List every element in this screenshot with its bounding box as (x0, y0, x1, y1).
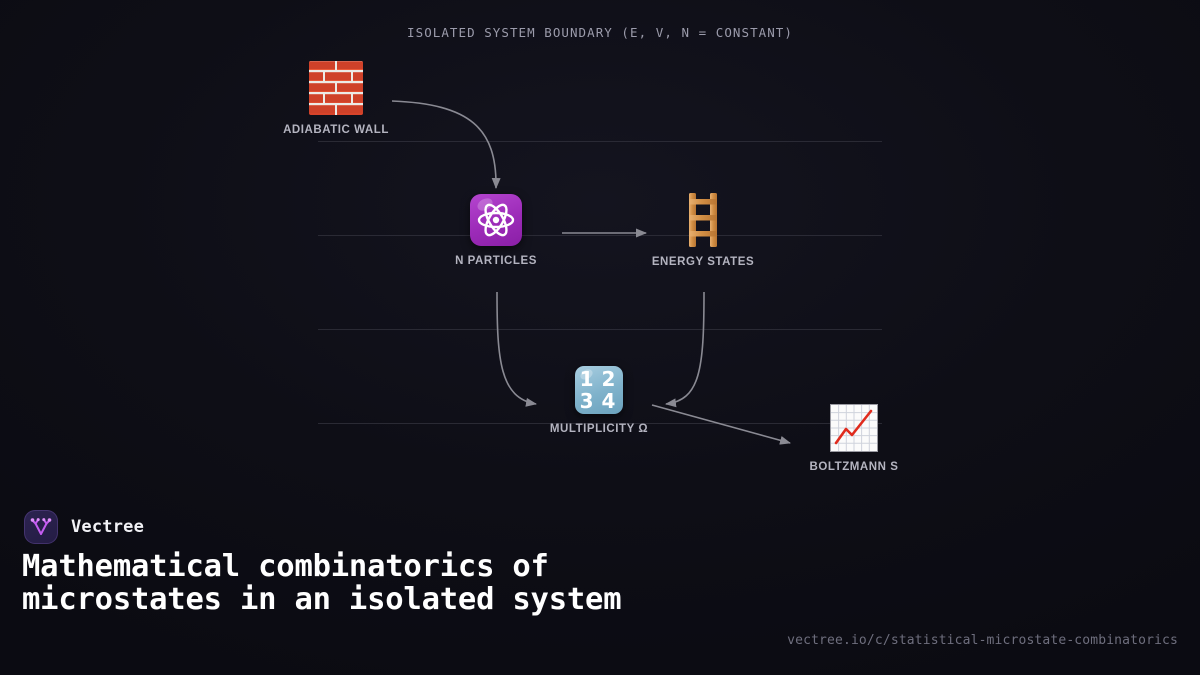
footer: Vectree Mathematical combinatorics of mi… (0, 510, 1200, 675)
ladder-icon (623, 193, 783, 247)
node-label: ADIABATIC WALL (283, 124, 389, 136)
node-n-particles[interactable]: N PARTICLES (416, 194, 576, 267)
edge-layer (391, 100, 791, 445)
source-url: vectree.io/c/statistical-microstate-comb… (787, 633, 1178, 648)
node-energy-states[interactable]: ENERGY STATES (623, 193, 783, 268)
brick-wall-icon (256, 61, 416, 115)
edge-energy-to-multiplicity (665, 291, 705, 408)
boundary-title: ISOLATED SYSTEM BOUNDARY (E, V, N = CONS… (407, 25, 793, 40)
chart-increasing-icon (774, 404, 934, 452)
brand-name: Vectree (71, 517, 145, 537)
diagram-area: ISOLATED SYSTEM BOUNDARY (E, V, N = CONS… (256, 25, 934, 473)
brand: Vectree (24, 510, 144, 544)
edge-particles-to-multiplicity (496, 291, 537, 407)
node-boltzmann-s[interactable]: BOLTZMANN S (774, 404, 934, 473)
node-label: N PARTICLES (455, 255, 537, 267)
atom-icon (416, 194, 576, 246)
edge-wall-to-particles (391, 100, 501, 189)
node-multiplicity[interactable]: 1 2 3 4 MULTIPLICITY Ω (519, 366, 679, 435)
node-adiabatic-wall[interactable]: ADIABATIC WALL (256, 61, 416, 136)
node-label: BOLTZMANN S (809, 461, 899, 473)
edge-multiplicity-to-boltzmann (651, 404, 791, 445)
node-label: MULTIPLICITY Ω (549, 423, 649, 435)
vectree-logo-icon (24, 510, 58, 544)
node-label: ENERGY STATES (651, 256, 755, 268)
headline: Mathematical combinatorics of microstate… (22, 549, 622, 617)
input-numbers-icon: 1 2 3 4 (519, 366, 679, 414)
